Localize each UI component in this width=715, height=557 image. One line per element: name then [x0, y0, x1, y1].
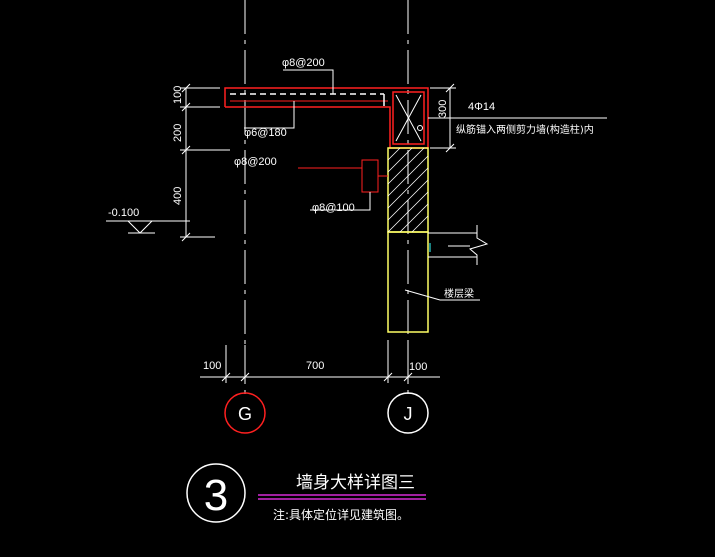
elevation-triangle: [127, 220, 153, 234]
dim-tick: [181, 145, 191, 155]
hatch: [387, 167, 429, 209]
label-anchor-note: 纵筋锚入两侧剪力墙(构造柱)内: [456, 123, 594, 136]
detail-number-circle: [186, 463, 246, 523]
left-dimension-chain: [180, 83, 230, 242]
hatch: [387, 191, 429, 233]
wall-rebar: [298, 159, 388, 193]
dim-h-left: 100: [203, 360, 221, 372]
leader-beam: [404, 289, 480, 301]
axis-label-g: G: [238, 404, 252, 424]
dim-tick: [445, 143, 455, 153]
corner-column: [392, 91, 425, 145]
dim-tick: [403, 372, 413, 382]
axis-circle-j: [387, 392, 429, 434]
hatch: [399, 203, 429, 233]
column-cross: [395, 94, 423, 142]
bottom-dimension-chain: [200, 340, 440, 383]
label-stirrup: φ8@100: [312, 202, 355, 214]
cross-line-2: [395, 94, 422, 142]
axis-bubble-j: J: [387, 392, 429, 434]
leader-mid-rebar: [244, 101, 295, 129]
hatch: [387, 179, 429, 221]
leader-top-rebar: [283, 69, 334, 94]
dim-tick: [181, 83, 191, 93]
title-block: 3 墙身大样详图三 注:具体定位详见建筑图。: [186, 463, 426, 523]
wall-lower: [387, 231, 429, 333]
top-rebar: [230, 93, 388, 106]
detail-note: 注:具体定位详见建筑图。: [273, 507, 409, 522]
elevation-label: -0.100: [108, 207, 139, 219]
dim-tick: [181, 232, 191, 242]
dim-v3: 400: [172, 187, 184, 205]
label-mid-rebar: φ6@180: [244, 127, 287, 139]
wall-rebar-box: [361, 159, 379, 193]
dim-tick: [181, 102, 191, 112]
detail-title: 墙身大样详图三: [296, 473, 415, 493]
wall-body: [387, 147, 429, 333]
axis-label-j: J: [404, 404, 413, 424]
hatch: [387, 155, 429, 197]
leaders: [244, 69, 607, 301]
label-corner-bars: 4Φ14: [468, 101, 495, 113]
label-top-rebar: φ8@200: [282, 57, 325, 69]
axis-circle-g: [224, 392, 266, 434]
dim-v2: 200: [172, 124, 184, 142]
leader-stirrup: [310, 192, 371, 211]
hatch: [387, 147, 425, 185]
wall-hatching: [387, 147, 429, 233]
dim-tick: [221, 372, 231, 382]
dim-h-mid: 700: [306, 360, 324, 372]
elevation-marker: [106, 220, 190, 234]
axis-bubble-g: G: [224, 392, 266, 434]
right-dimension: [430, 83, 456, 153]
dim-tick: [445, 83, 455, 93]
dim-tick: [240, 372, 250, 382]
dim-h-right: 100: [409, 361, 427, 373]
label-left-rebar: φ8@200: [234, 156, 277, 168]
floor-beam: [428, 225, 489, 265]
break-symbol: [468, 225, 489, 265]
dim-tick: [383, 372, 393, 382]
hatch: [387, 147, 413, 173]
hatch: [387, 147, 401, 161]
axis-lines: [244, 0, 409, 397]
label-floor-beam: 楼层梁: [444, 287, 474, 300]
hatch: [411, 215, 429, 233]
detail-number: 3: [204, 471, 228, 520]
dim-v-right: 300: [437, 100, 449, 118]
column-bar-dot: [417, 125, 423, 131]
dim-v1: 100: [172, 86, 184, 104]
